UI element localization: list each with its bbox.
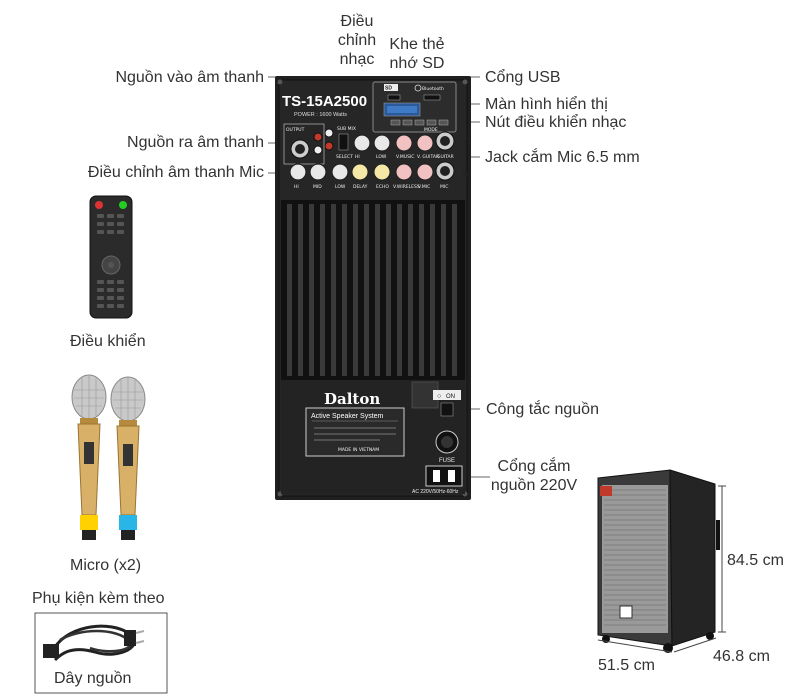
callout-usb-port: Cổng USB (485, 69, 561, 86)
svg-text:V.WIRELESS: V.WIRELESS (393, 184, 420, 190)
svg-text:HI: HI (355, 154, 360, 160)
callout-power-socket: Cổng cắm nguồn 220V (490, 458, 578, 494)
svg-text:MIC: MIC (440, 184, 448, 190)
dimension-depth: 46.8 cm (713, 648, 770, 665)
svg-text:GUITAR: GUITAR (437, 154, 454, 160)
callout-audio-in: Nguồn vào âm thanh (115, 69, 264, 86)
power-cord-label: Dây nguồn (54, 670, 132, 687)
model-text: TS-15A2500 (282, 93, 367, 110)
microphone-icon: 🎙 (459, 165, 473, 178)
svg-text:AC 220V/50Hz-60Hz: AC 220V/50Hz-60Hz (412, 489, 459, 495)
micro-label: Micro (x2) (70, 557, 142, 574)
music-knobs: HI LOW V.MUSIC V. GUITAR GUITAR ♫ (353, 131, 472, 160)
svg-text:○: ○ (437, 393, 441, 400)
included-accessories-label: Phụ kiện kèm theo (32, 590, 165, 607)
power-cord-box (34, 612, 168, 694)
svg-text:LOW: LOW (335, 184, 346, 190)
svg-text:ECHO: ECHO (376, 184, 389, 190)
sd-slot (387, 94, 401, 101)
ac-socket: AC 220V/50Hz-60Hz (412, 465, 463, 495)
dimension-lines (597, 485, 726, 653)
mic-knobs: HI MID LOW DELAY ECHO V.WIRELESS V.MIC M… (289, 161, 473, 190)
callout-music-adjust: Điều chỉnh nhạc (337, 13, 377, 68)
power-text: POWER : 1600 Watts (294, 112, 347, 118)
svg-text:MID: MID (313, 184, 322, 190)
media-player-module: SD Bluetooth MODE (372, 81, 457, 133)
svg-text:DELAY: DELAY (353, 184, 368, 190)
io-section: OUTPUT SUB MIX SELECT (283, 123, 356, 165)
remote-control-image (89, 195, 133, 319)
fuse-holder: FUSE (435, 430, 459, 464)
callout-power-switch: Công tắc nguồn (486, 401, 599, 418)
callout-display: Màn hình hiển thị (485, 96, 608, 113)
dimension-width: 51.5 cm (598, 657, 655, 674)
speaker-cabinet-image (597, 469, 720, 653)
svg-text:V.MIC: V.MIC (418, 184, 430, 190)
sd-logo: SD (385, 86, 392, 92)
svg-text:OUTPUT: OUTPUT (286, 127, 305, 133)
remote-label: Điều khiển (70, 333, 146, 350)
bluetooth-text: Bluetooth (422, 86, 444, 92)
microphones-image (71, 374, 146, 540)
usb-port (423, 94, 441, 101)
callout-audio-out: Nguồn ra âm thanh (127, 134, 264, 151)
brand-logo: Dalton (324, 390, 380, 408)
info-plate (305, 407, 405, 457)
callout-mic-jack: Jack cắm Mic 6.5 mm (485, 149, 640, 166)
made-in-text: MADE IN VIETNAM (338, 447, 379, 453)
system-text: Active Speaker System (311, 413, 384, 420)
power-switch: ○ ON (433, 390, 461, 417)
callout-sd-slot: Khe thẻ nhớ SD (389, 36, 445, 72)
mode-text: MODE (424, 127, 438, 133)
heatsink (281, 200, 465, 380)
svg-text:SUB MIX: SUB MIX (337, 126, 356, 132)
svg-text:SELECT: SELECT (336, 154, 353, 160)
callout-mic-adjust: Điều chỉnh âm thanh Mic (87, 164, 264, 181)
svg-text:HI: HI (294, 184, 299, 190)
svg-text:V. GUITAR: V. GUITAR (417, 154, 439, 160)
svg-text:ON: ON (446, 394, 455, 400)
svg-text:V.MUSIC: V.MUSIC (396, 154, 414, 160)
callout-music-buttons: Nút điều khiển nhạc (485, 114, 627, 131)
svg-text:FUSE: FUSE (439, 458, 455, 464)
svg-text:LOW: LOW (376, 154, 387, 160)
dimension-height: 84.5 cm (727, 552, 784, 569)
music-note-icon: ♫ (462, 133, 472, 148)
